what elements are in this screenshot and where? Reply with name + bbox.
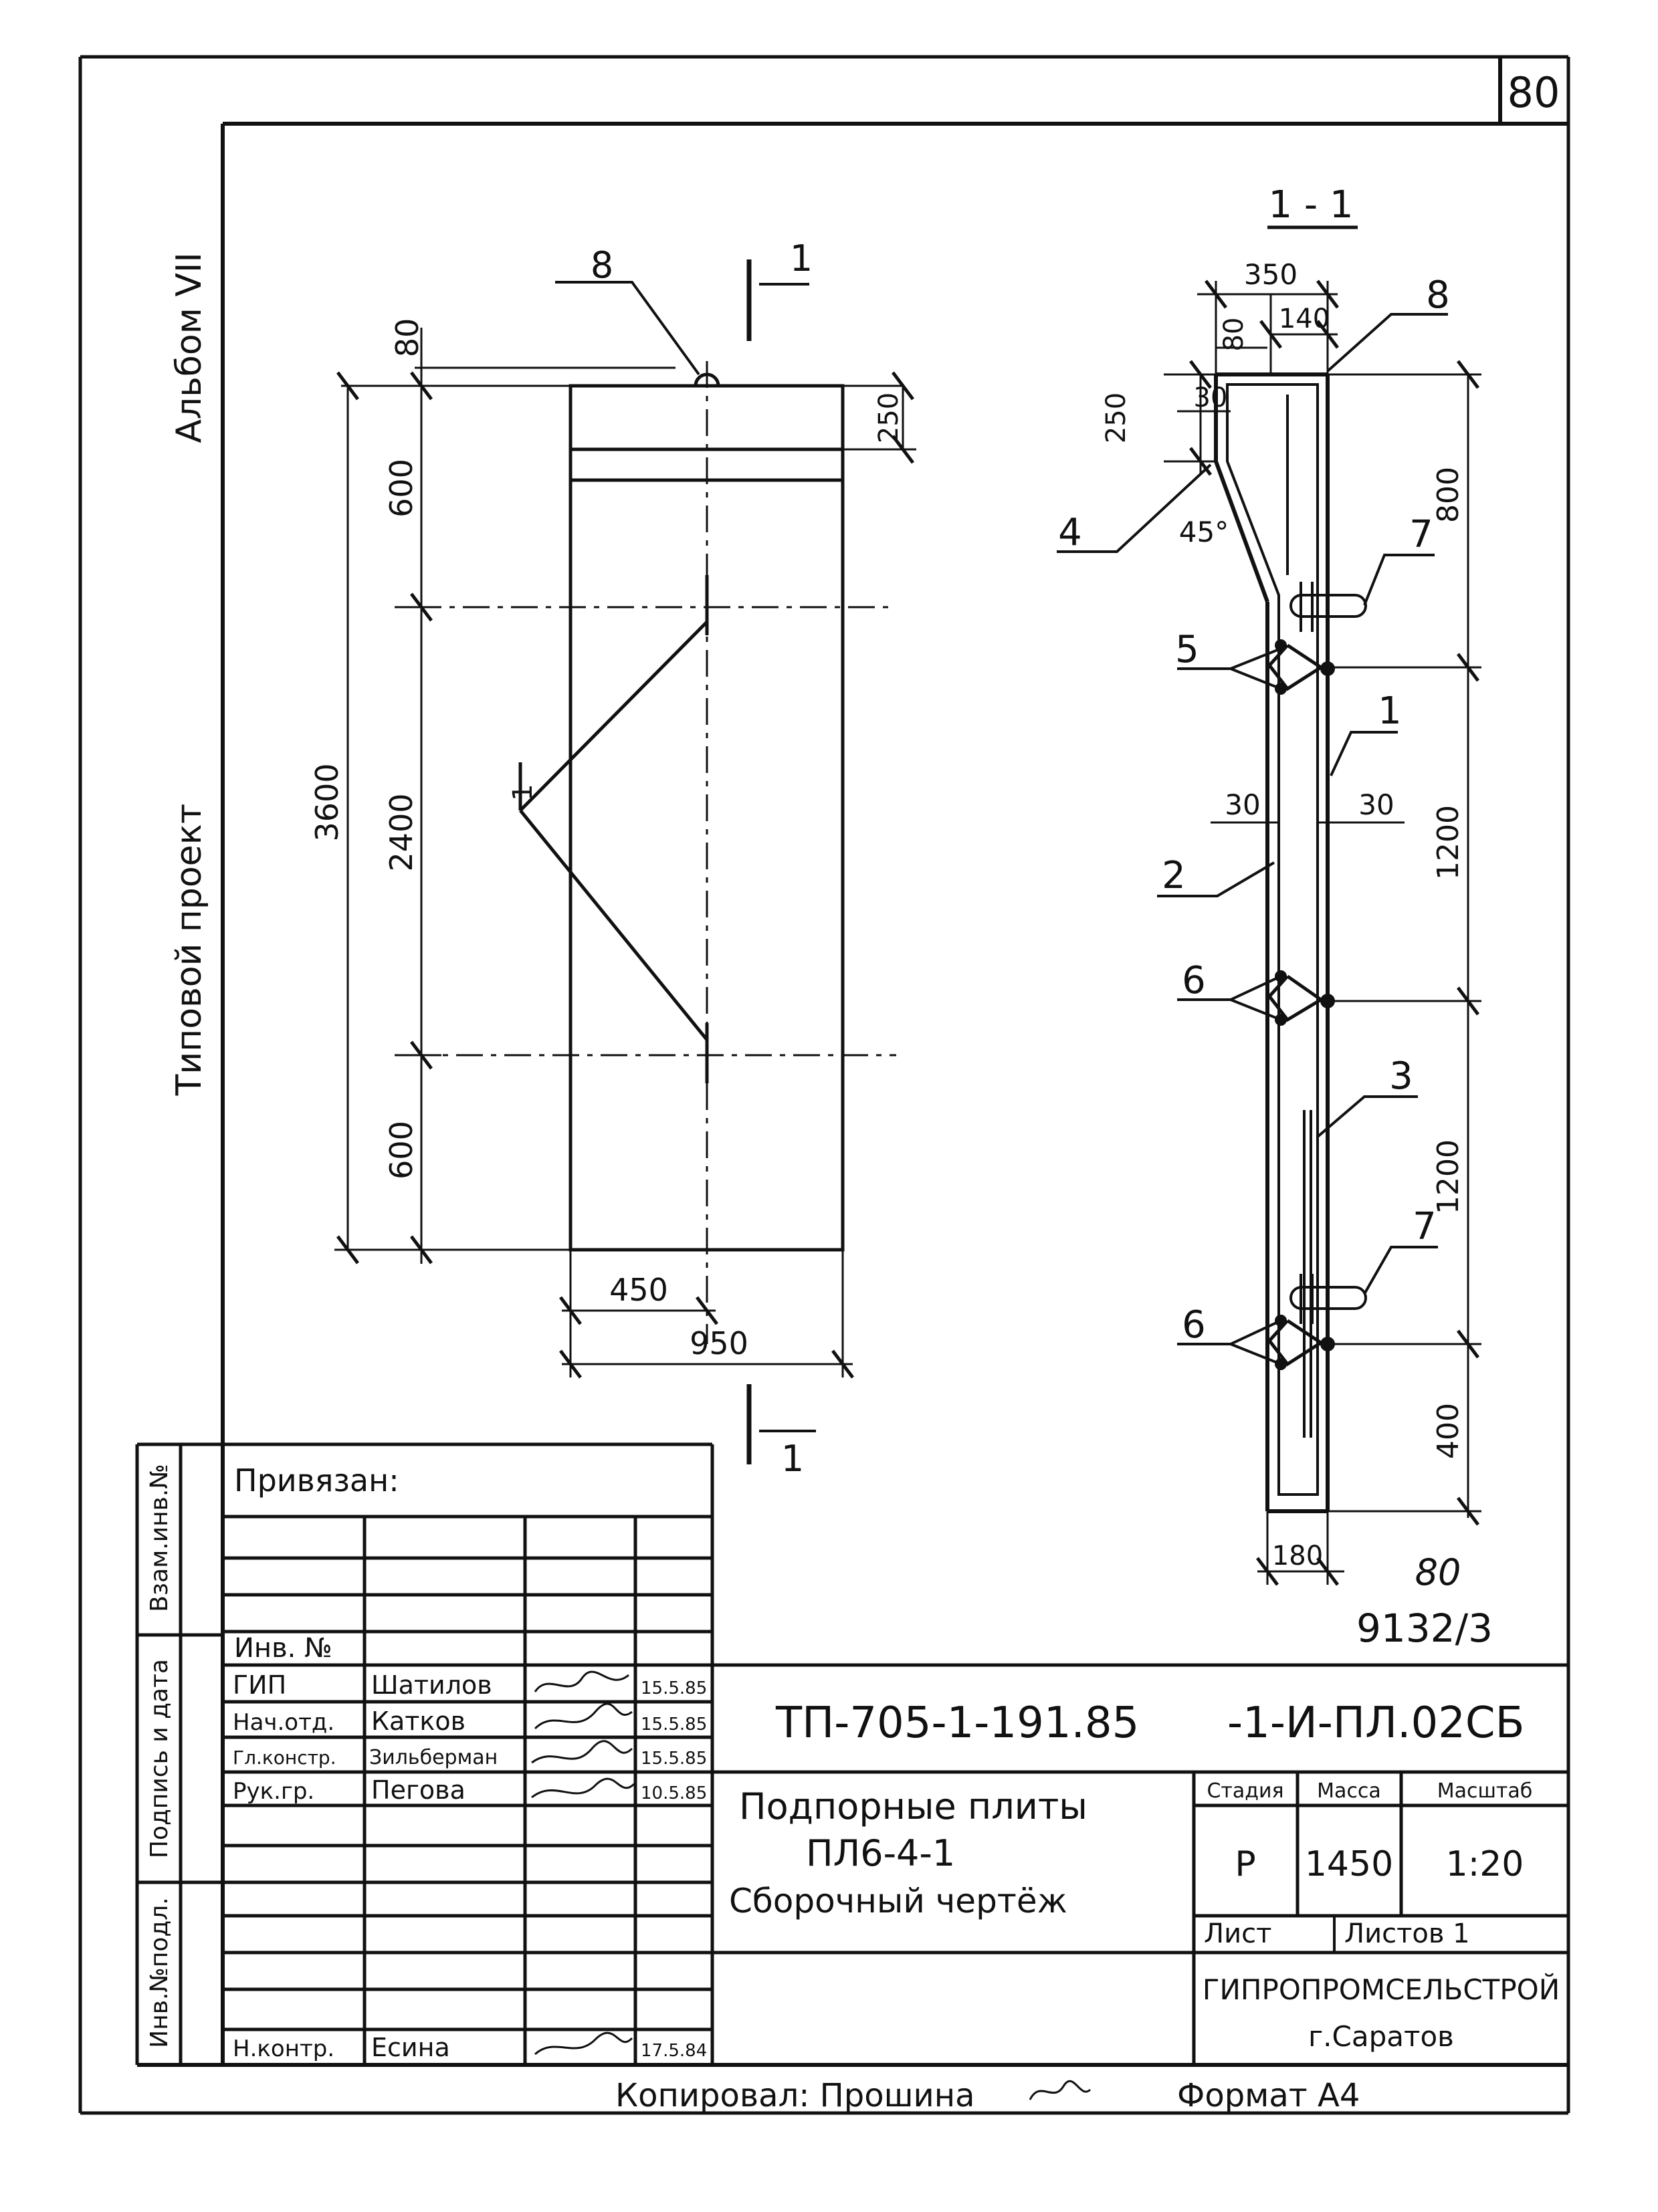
tb-name-3: Пегова [371, 1775, 465, 1805]
sec-callout-3: 3 [1389, 1055, 1413, 1098]
dim-80: 80 [389, 318, 425, 358]
tb-scale-header: Масштаб [1437, 1779, 1533, 1803]
dim-600-bottom: 600 [383, 1121, 419, 1180]
sec-dim-30-top: 30 [1194, 382, 1228, 413]
sec-dim-800: 800 [1431, 467, 1465, 523]
dim-2400: 2400 [383, 793, 419, 871]
tb-title-line2: ПЛ6-4-1 [806, 1832, 955, 1874]
tb-code-right: -1-И-ПЛ.02СБ [1227, 1698, 1525, 1748]
section-mark-bottom: 1 [781, 1438, 804, 1480]
drawing-area-border [137, 57, 1568, 2067]
sec-callout-8: 8 [1426, 273, 1450, 317]
tb-organization: ГИПРОПРОМСЕЛЬСТРОЙ [1203, 1973, 1560, 2006]
tb-date-2: 15.5.85 [641, 1749, 707, 1769]
archive-number: 9132/3 [1356, 1606, 1493, 1651]
tb-title-line1: Подпорные плиты [739, 1785, 1087, 1828]
sec-callout-1: 1 [1378, 689, 1402, 733]
format-label: Формат А4 [1177, 2077, 1360, 2114]
sec-dim-30-left: 30 [1225, 788, 1260, 821]
tb-role-0: ГИП [233, 1670, 286, 1700]
sec-callout-7-upper: 7 [1409, 513, 1433, 556]
copied-by: Копировал: Прошина [615, 2077, 975, 2114]
sec-dim-80: 80 [1219, 318, 1249, 352]
sec-dim-250: 250 [1101, 393, 1132, 443]
dim-250: 250 [873, 393, 904, 443]
tb-role-2: Гл.констр. [233, 1747, 336, 1769]
tb-date-1: 15.5.85 [641, 1715, 707, 1735]
sec-dim-180: 180 [1272, 1541, 1323, 1571]
tb-inventory-label: Инв. № [234, 1633, 332, 1664]
page-number: 80 [1508, 68, 1560, 117]
tb-attached-label: Привязан: [234, 1462, 399, 1499]
sec-callout-5: 5 [1175, 628, 1199, 671]
tb-mass-header: Масса [1317, 1779, 1381, 1803]
tb-title-line3: Сборочный чертёж [729, 1882, 1067, 1920]
project-type-label: Типовой проект [169, 804, 209, 1097]
plan-view: 8 1 1 1 80 250 600 2400 600 3600 450 950 [309, 237, 916, 1480]
title-block [223, 1442, 1568, 2065]
sec-dim-1200-upper: 1200 [1431, 805, 1465, 880]
stamp-label-inv-podl: Инв.№подл. [146, 1897, 173, 2048]
tb-roles: ГИП Шатилов 15.5.85 Нач.отд. Катков 15.5… [233, 1670, 707, 2062]
sec-dim-400: 400 [1431, 1403, 1465, 1459]
section-view: 1 - 1 [1057, 183, 1481, 1586]
lifting-loop [694, 372, 720, 386]
plan-callout-8: 8 [591, 244, 613, 286]
sec-angle-45: 45° [1179, 516, 1229, 548]
tb-role-3: Рук.гр. [233, 1778, 314, 1805]
tb-name-0: Шатилов [371, 1670, 492, 1700]
tb-stage-header: Стадия [1207, 1779, 1283, 1803]
tb-date-4: 17.5.84 [641, 2041, 707, 2061]
callout-8-leader [555, 281, 700, 376]
tb-sheets-label: Листов 1 [1344, 1918, 1470, 1949]
dim-600-top: 600 [383, 459, 419, 518]
sec-callout-2: 2 [1162, 854, 1186, 897]
sec-callout-4: 4 [1058, 511, 1082, 554]
dim-950: 950 [690, 1325, 748, 1361]
stamp-label-signature-date: Подпись и дата [146, 1659, 173, 1858]
side-stamp [135, 1442, 225, 2065]
dim-450: 450 [609, 1272, 668, 1308]
sheet-frame [78, 55, 1570, 2115]
tb-code-left: ТП-705-1-191.85 [775, 1698, 1139, 1748]
tb-role-4: Н.контр. [233, 2035, 334, 2062]
sec-callout-6-lower: 6 [1182, 1303, 1206, 1347]
tb-role-1: Нач.отд. [233, 1709, 334, 1736]
tb-city: г.Саратов [1308, 2020, 1454, 2053]
sec-dim-1200-lower: 1200 [1431, 1139, 1465, 1214]
tb-sheet-label: Лист [1204, 1918, 1271, 1949]
tb-name-2: Зильберман [369, 1746, 498, 1769]
section-title: 1 - 1 [1268, 183, 1353, 227]
tb-name-1: Катков [371, 1706, 465, 1736]
sec-callout-6-upper: 6 [1182, 959, 1206, 1002]
sec-dim-350: 350 [1244, 258, 1298, 291]
plan-callout-1: 1 [508, 784, 538, 800]
album-label: Альбом VII [169, 252, 209, 443]
sec-dim-30-right: 30 [1358, 788, 1394, 821]
tb-date-3: 10.5.85 [641, 1783, 707, 1803]
tb-name-4: Есина [371, 2033, 450, 2062]
tb-mass: 1450 [1305, 1844, 1393, 1884]
sec-dim-140: 140 [1279, 304, 1330, 334]
archive-number-top: 80 [1415, 1551, 1461, 1593]
sec-callout-7-lower: 7 [1413, 1205, 1437, 1248]
copier-signature-mark [1029, 2080, 1092, 2100]
stamp-label-vzam-inv: Взам.инв.№ [146, 1464, 173, 1612]
dim-3600: 3600 [309, 763, 345, 841]
signature-marks [531, 1670, 635, 2056]
tb-scale: 1:20 [1446, 1844, 1524, 1884]
tb-date-0: 15.5.85 [641, 1678, 707, 1698]
section-mark-top: 1 [790, 237, 813, 280]
tb-stage: Р [1235, 1844, 1255, 1884]
